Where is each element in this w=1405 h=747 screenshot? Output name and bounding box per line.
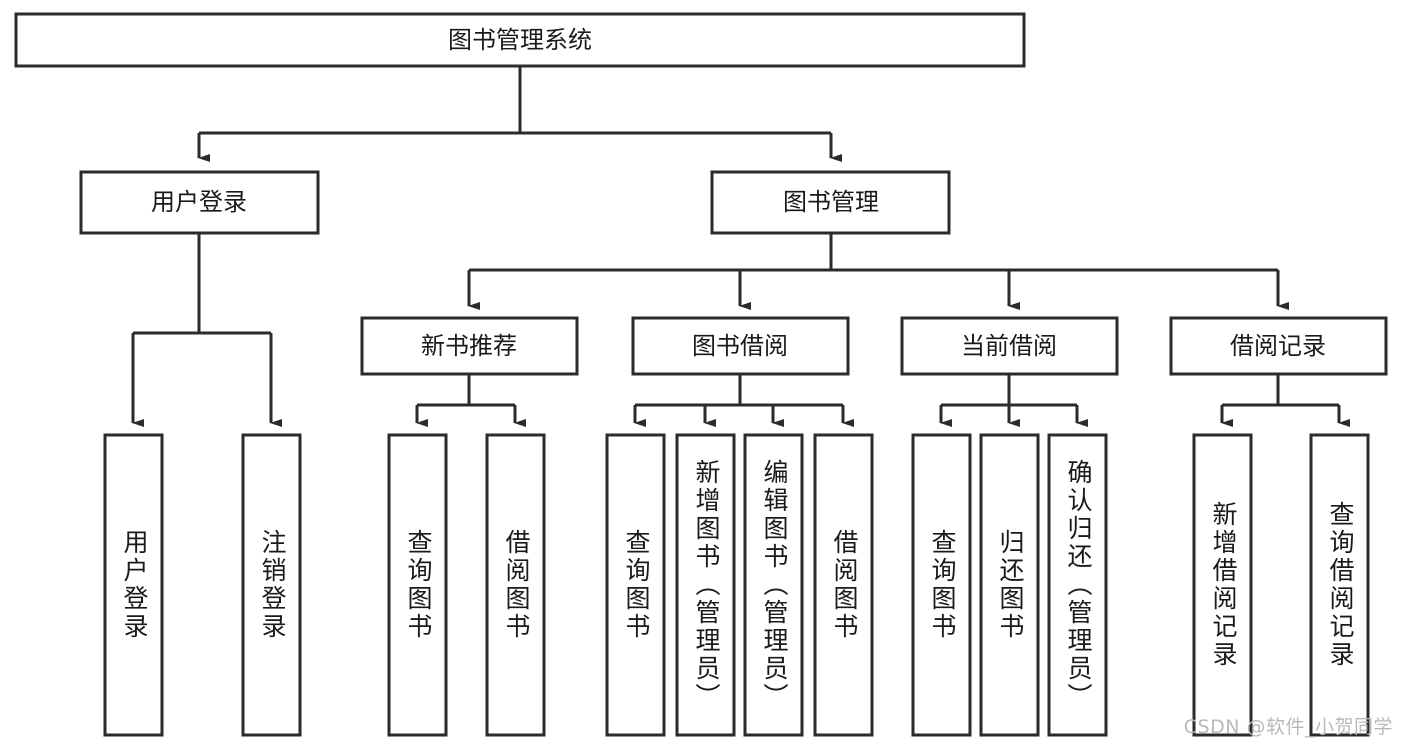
leaf-node-book-borrow-edit-label: 编辑图书（管理员） <box>760 459 789 711</box>
node-book-borrow[interactable]: 图书借阅 <box>631 316 850 376</box>
leaf-node-new-book-query-box <box>387 433 448 737</box>
node-current-borrow[interactable]: 当前借阅 <box>900 316 1119 376</box>
leaf-node-current-borrow-query[interactable]: 查询图书 <box>911 433 972 737</box>
leaf-node-current-borrow-query-box <box>911 433 972 737</box>
leaf-node-current-borrow-confirm[interactable]: 确认归还（管理员） <box>1047 433 1108 737</box>
node-new-book-recommend[interactable]: 新书推荐 <box>360 316 579 376</box>
leaf-node-new-book-query-label: 查询图书 <box>404 529 433 641</box>
leaf-node-book-borrow-add[interactable]: 新增图书（管理员） <box>675 433 736 737</box>
leaf-node-borrow-record-add[interactable]: 新增借阅记录 <box>1192 433 1253 737</box>
leaf-node-book-borrow-lend-box <box>813 433 874 737</box>
leaf-node-current-borrow-return-box <box>979 433 1040 737</box>
leaf-node-user-login-logout[interactable]: 注销登录 <box>241 433 302 737</box>
leaf-node-user-login-login[interactable]: 用户登录 <box>103 433 164 737</box>
node-borrow-record-box <box>1169 316 1388 376</box>
leaf-node-borrow-record-query-label: 查询借阅记录 <box>1326 501 1355 669</box>
leaf-node-borrow-record-add-box <box>1192 433 1253 737</box>
node-book-manage-label: 图书管理 <box>783 188 879 216</box>
leaf-node-current-borrow-confirm-box <box>1047 433 1108 737</box>
connector-group-current-borrow <box>939 374 1088 427</box>
leaf-node-book-borrow-query[interactable]: 查询图书 <box>605 433 666 737</box>
leaf-node-book-borrow-query-box <box>605 433 666 737</box>
leaf-node-book-borrow-query-label: 查询图书 <box>622 529 651 641</box>
leaf-node-current-borrow-confirm-label: 确认归还（管理员） <box>1064 459 1093 711</box>
node-book-borrow-label: 图书借阅 <box>692 332 788 360</box>
leaf-node-user-login-logout-box <box>241 433 302 737</box>
leaf-node-current-borrow-return[interactable]: 归还图书 <box>979 433 1040 737</box>
leaf-node-book-borrow-lend[interactable]: 借阅图书 <box>813 433 874 737</box>
leaf-node-new-book-borrow-label: 借阅图书 <box>502 529 531 641</box>
node-root-system-label: 图书管理系统 <box>448 26 592 54</box>
leaf-node-borrow-record-query-box <box>1309 433 1370 737</box>
node-current-borrow-box <box>900 316 1119 376</box>
leaf-node-new-book-borrow-box <box>485 433 546 737</box>
node-user-login[interactable]: 用户登录 <box>79 170 320 235</box>
leaf-node-book-borrow-add-label: 新增图书（管理员） <box>692 459 721 711</box>
node-new-book-recommend-box <box>360 316 579 376</box>
connector-group-book-manage <box>467 233 1289 310</box>
leaf-node-book-borrow-lend-label: 借阅图书 <box>830 529 859 641</box>
node-root-system-box <box>14 12 1026 68</box>
connector-group-borrow-record <box>1220 374 1350 427</box>
leaf-node-user-login-login-box <box>103 433 164 737</box>
leaf-node-user-login-login-label: 用户登录 <box>120 529 149 641</box>
node-user-login-label: 用户登录 <box>151 188 247 216</box>
leaf-node-borrow-record-add-label: 新增借阅记录 <box>1209 501 1238 669</box>
leaf-node-book-borrow-edit-box <box>743 433 804 737</box>
node-book-manage[interactable]: 图书管理 <box>710 170 951 235</box>
node-new-book-recommend-label: 新书推荐 <box>421 332 517 360</box>
node-book-manage-box <box>710 170 951 235</box>
node-borrow-record-label: 借阅记录 <box>1230 332 1326 360</box>
node-root-system[interactable]: 图书管理系统 <box>14 12 1026 68</box>
connector-group-root <box>197 66 842 162</box>
leaf-node-book-borrow-edit[interactable]: 编辑图书（管理员） <box>743 433 804 737</box>
connector-group-user-login <box>131 233 282 427</box>
connector-group-new-book <box>415 374 526 427</box>
node-user-login-box <box>79 170 320 235</box>
leaf-node-new-book-query[interactable]: 查询图书 <box>387 433 448 737</box>
leaf-node-borrow-record-query[interactable]: 查询借阅记录 <box>1309 433 1370 737</box>
leaf-node-current-borrow-query-label: 查询图书 <box>928 529 957 641</box>
node-book-borrow-box <box>631 316 850 376</box>
connector-group-book-borrow <box>633 374 854 427</box>
leaf-node-user-login-logout-label: 注销登录 <box>258 529 287 641</box>
leaf-node-new-book-borrow[interactable]: 借阅图书 <box>485 433 546 737</box>
node-borrow-record[interactable]: 借阅记录 <box>1169 316 1388 376</box>
leaf-node-book-borrow-add-box <box>675 433 736 737</box>
node-current-borrow-label: 当前借阅 <box>961 332 1057 360</box>
leaf-node-current-borrow-return-label: 归还图书 <box>996 529 1025 641</box>
